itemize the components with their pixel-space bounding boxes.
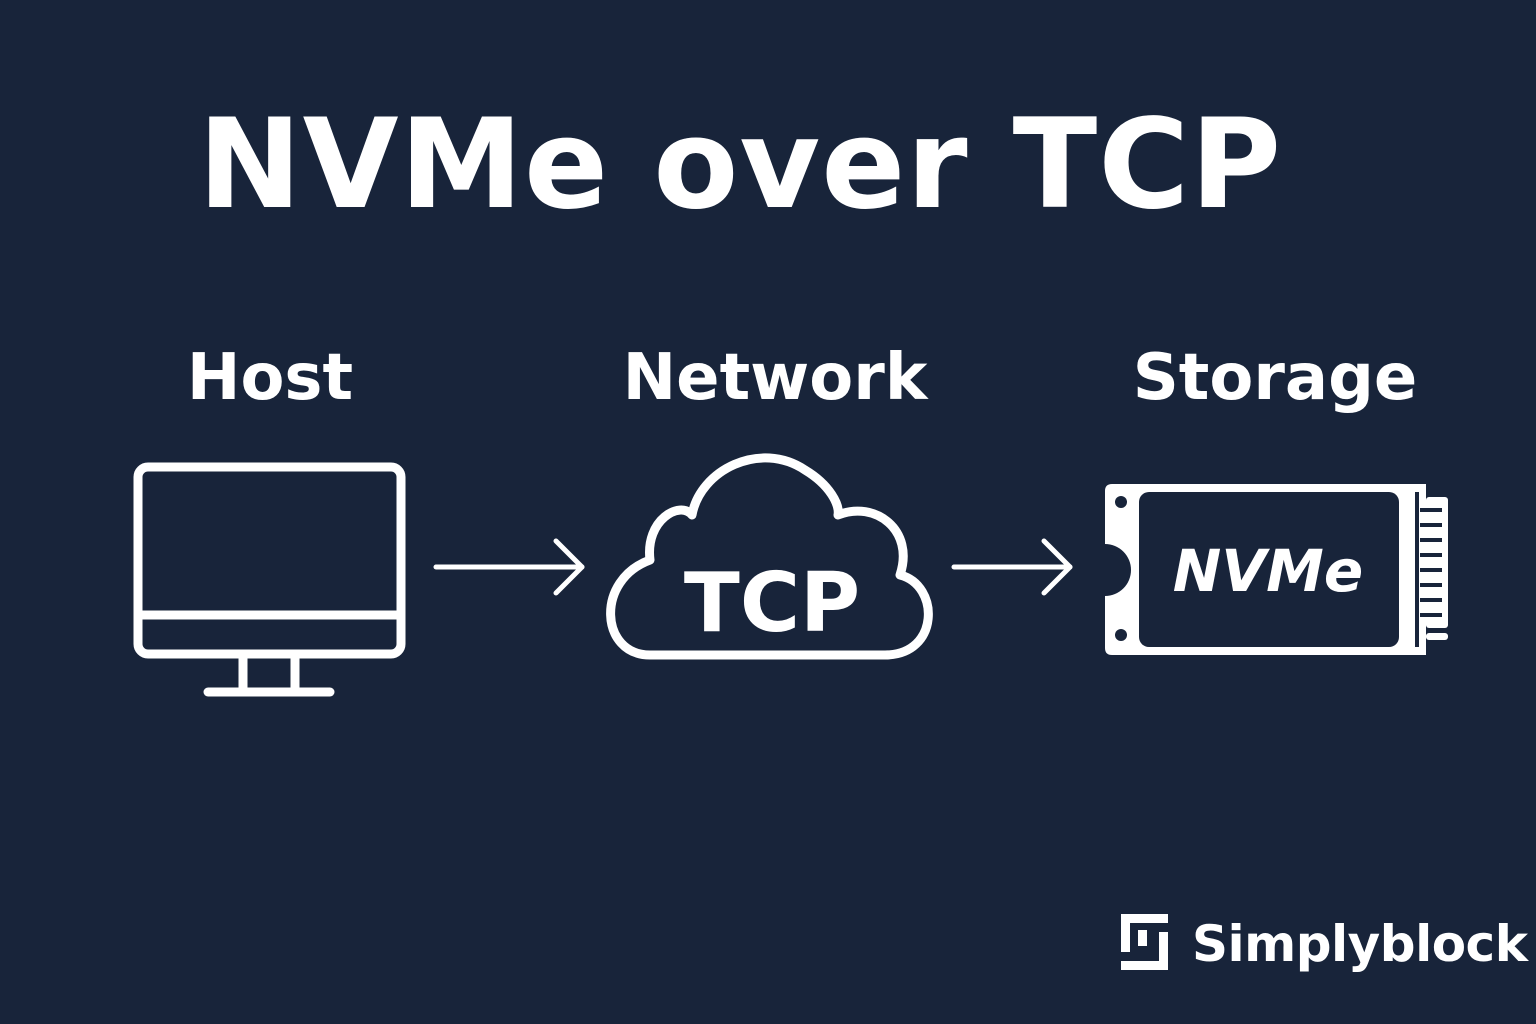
brand-name: Simplyblock bbox=[1192, 915, 1528, 973]
cloud-tcp-text: TCP bbox=[684, 556, 860, 651]
cloud-icon: TCP bbox=[606, 453, 933, 660]
storage-label: Storage bbox=[1132, 341, 1418, 415]
host-label: Host bbox=[186, 341, 354, 415]
monitor-icon bbox=[133, 462, 406, 697]
network-label: Network bbox=[622, 341, 928, 415]
arrow-host-to-network bbox=[433, 538, 585, 596]
simplyblock-logo-icon bbox=[1121, 914, 1168, 970]
ssd-nvme-text: NVMe bbox=[1173, 537, 1363, 605]
diagram-title: NVMe over TCP bbox=[197, 93, 1283, 237]
arrow-network-to-storage bbox=[951, 538, 1073, 596]
nvme-ssd-icon: NVMe bbox=[1105, 484, 1448, 655]
